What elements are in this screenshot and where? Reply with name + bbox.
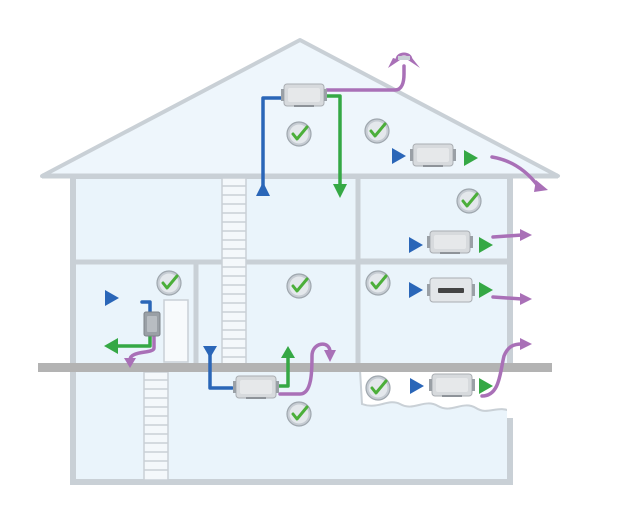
air-purifier-unit-icon xyxy=(280,83,328,107)
right-middle-return-arrow xyxy=(479,282,493,298)
basement-exhaust-duct xyxy=(278,342,332,396)
basement-right-exhaust-arrow xyxy=(520,338,532,350)
house-roof xyxy=(40,38,560,178)
arrowheads xyxy=(104,58,548,394)
right-upper-supply-arrow xyxy=(409,237,423,253)
left-exhaust-duct xyxy=(128,332,156,362)
basement-supply-arrow xyxy=(203,346,217,358)
right-middle-supply-arrow xyxy=(409,282,423,298)
staircase-lower xyxy=(143,371,169,481)
basement-right-supply-arrow xyxy=(410,378,424,394)
house-structure xyxy=(38,38,560,485)
basement-return-arrow xyxy=(281,346,295,358)
attic-return-arrow xyxy=(333,184,347,198)
basement-return-duct xyxy=(276,354,290,388)
right-upper-return-arrow xyxy=(479,237,493,253)
basement-right-exhaust xyxy=(480,342,524,398)
attic-exhaust-arrow-left xyxy=(388,58,400,68)
attic-supply-arrow xyxy=(256,182,270,196)
check-mark-icon xyxy=(363,117,391,145)
right-upper-exhaust xyxy=(491,233,524,239)
basement-supply-duct xyxy=(208,352,234,390)
check-mark-icon xyxy=(364,269,392,297)
basement-right-return-arrow xyxy=(479,378,493,394)
air-purifier-unit-icon xyxy=(428,373,476,397)
attic-exhaust-arrow-right xyxy=(408,58,420,68)
upper-right-return-arrow xyxy=(464,150,478,166)
basement-exhaust-arrow xyxy=(324,350,336,362)
airflow-paths xyxy=(114,64,540,398)
staircase-upper xyxy=(221,177,247,367)
floor-slab xyxy=(38,363,552,372)
door xyxy=(163,299,189,363)
left-return-arrow xyxy=(104,338,118,354)
check-mark-icon xyxy=(455,187,483,215)
upper-right-exhaust-arrow xyxy=(534,180,548,192)
attic-supply-duct xyxy=(261,96,285,190)
air-purifier-unit-icon xyxy=(427,277,475,303)
air-purifier-unit-icon xyxy=(426,230,474,254)
check-mark-icon xyxy=(364,374,392,402)
check-mark-icon xyxy=(155,269,183,297)
left-return-duct xyxy=(114,332,152,348)
attic-return-duct xyxy=(323,94,342,186)
air-purifier-unit-icon xyxy=(409,143,457,167)
left-supply-arrow xyxy=(105,290,119,306)
check-mark-icon xyxy=(285,400,313,428)
attic-exhaust-duct xyxy=(325,64,406,92)
house-walls xyxy=(70,173,513,485)
left-exhaust-arrow xyxy=(124,358,136,368)
right-middle-exhaust-arrow xyxy=(520,293,532,305)
right-wall-cover xyxy=(507,370,517,418)
vent-outlet-icon xyxy=(395,52,413,61)
air-units xyxy=(143,83,476,399)
air-purifier-unit-icon xyxy=(232,375,280,399)
stair-rungs xyxy=(144,185,246,471)
air-purifier-unit-icon xyxy=(143,311,161,337)
right-middle-exhaust xyxy=(491,295,524,301)
check-mark-icon xyxy=(285,272,313,300)
upper-right-exhaust xyxy=(490,155,540,188)
upper-right-supply-arrow xyxy=(392,148,406,164)
right-upper-exhaust-arrow xyxy=(520,229,532,241)
check-mark-icon xyxy=(285,120,313,148)
